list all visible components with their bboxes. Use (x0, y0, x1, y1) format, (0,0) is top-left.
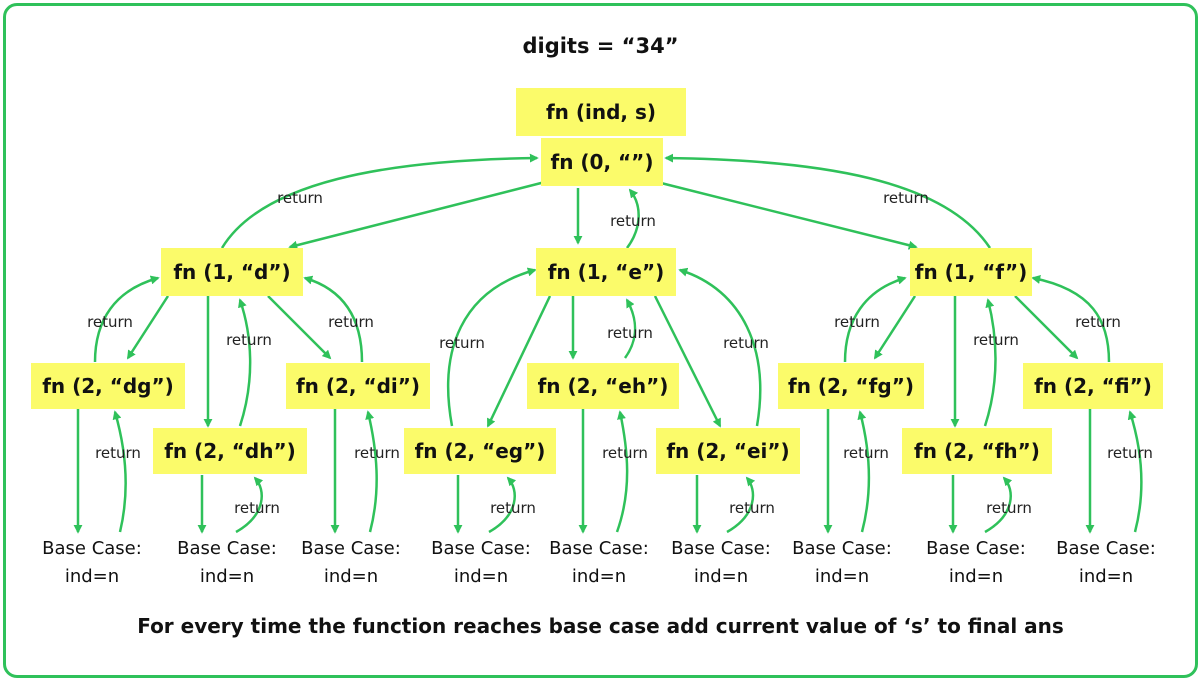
return-label: return (723, 334, 769, 352)
return-label: return (226, 331, 272, 349)
return-label: return (490, 499, 536, 517)
call-arrow-f-fg (873, 295, 917, 360)
return-label: return (87, 313, 133, 331)
return-label: return (234, 499, 280, 517)
return-arrow-ei-e (678, 267, 762, 427)
node-dg: fn (2, “dg”) (31, 363, 185, 409)
base-case: Base Case:ind=n (301, 538, 401, 587)
return-arrow-base-ei (726, 476, 756, 534)
return-label: return (1075, 313, 1121, 331)
return-arrow-d-root (220, 153, 539, 249)
return-arrow-base-eh (615, 410, 629, 533)
return-label: return (95, 444, 141, 462)
return-label: return (834, 313, 880, 331)
base-case: Base Case:ind=n (549, 538, 649, 587)
node-dh: fn (2, “dh”) (153, 428, 307, 474)
return-arrow-base-eg (488, 476, 517, 534)
node-f: fn (1, “f”) (910, 248, 1032, 296)
return-arrow-base-fg (857, 410, 871, 533)
return-label: return (439, 334, 485, 352)
return-arrow-fg-f (843, 275, 907, 363)
base-case: Base Case:ind=n (431, 538, 531, 587)
return-arrow-e-root (625, 188, 640, 249)
return-arrow-eh-e (623, 298, 637, 359)
return-arrow-dh-d (238, 298, 252, 427)
base-case: Base Case:ind=n (671, 538, 771, 587)
return-label: return (843, 444, 889, 462)
base-case: Base Case:ind=n (177, 538, 277, 587)
return-arrow-base-dh (235, 476, 264, 534)
node-eg: fn (2, “eg”) (404, 428, 556, 474)
call-arrow-root-f (656, 180, 918, 250)
return-label: return (973, 331, 1019, 349)
node-di: fn (2, “di”) (286, 363, 430, 409)
return-label: return (1107, 444, 1153, 462)
return-label: return (610, 212, 656, 230)
call-arrow-f-fi (1014, 295, 1079, 360)
return-arrow-dg-d (93, 275, 160, 363)
node-root: fn (0, “”) (541, 138, 663, 186)
return-label: return (607, 324, 653, 342)
return-arrow-f-root (664, 153, 992, 249)
node-fi: fn (2, “fi”) (1023, 363, 1163, 409)
return-arrow-base-dg (112, 410, 127, 533)
digits-title: digits = “34” (522, 34, 679, 58)
call-arrow-d-dg (126, 295, 170, 360)
return-label: return (354, 444, 400, 462)
diagram-border (3, 3, 1198, 678)
base-case: Base Case:ind=n (42, 538, 142, 587)
return-arrow-base-fi (1127, 410, 1143, 533)
footer-note: For every time the function reaches base… (137, 614, 1064, 638)
return-arrow-fh-f (983, 298, 997, 427)
call-arrow-e-eg (486, 295, 552, 428)
return-arrow-fi-f (1031, 275, 1111, 363)
base-case: Base Case:ind=n (792, 538, 892, 587)
call-arrow-root-d (288, 180, 546, 250)
return-label: return (277, 189, 323, 207)
return-arrow-eg-e (446, 267, 537, 427)
node-eh: fn (2, “eh”) (527, 363, 679, 409)
node-ei: fn (2, “ei”) (656, 428, 800, 474)
call-arrow-d-di (267, 295, 332, 360)
return-label: return (729, 499, 775, 517)
return-label: return (602, 444, 648, 462)
node-e: fn (1, “e”) (536, 248, 676, 296)
function-signature-box: fn (ind, s) (516, 88, 686, 136)
base-case: Base Case:ind=n (926, 538, 1026, 587)
base-case: Base Case:ind=n (1056, 538, 1156, 587)
return-label: return (986, 499, 1032, 517)
return-arrow-base-fh (984, 476, 1013, 534)
node-fh: fn (2, “fh”) (902, 428, 1052, 474)
return-arrow-base-di (365, 410, 378, 533)
node-d: fn (1, “d”) (161, 248, 303, 296)
call-arrow-e-ei (653, 295, 722, 428)
return-arrow-di-d (303, 275, 364, 363)
node-fg: fn (2, “fg”) (778, 363, 924, 409)
return-label: return (883, 189, 929, 207)
return-label: return (328, 313, 374, 331)
